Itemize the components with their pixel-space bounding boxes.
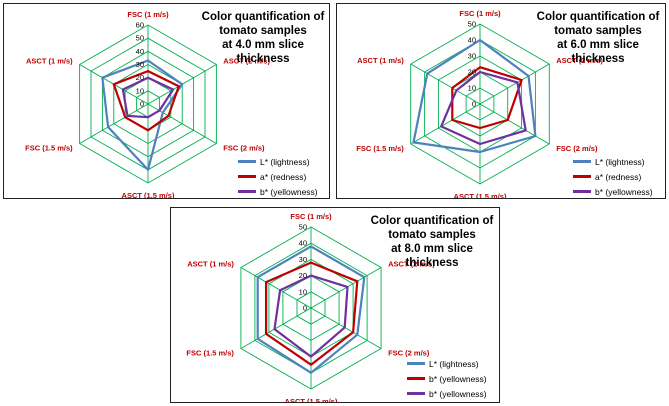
radar-panel-4mm: 0 10 20 30 40 50 60 FSC (1 m/s) ASCT (2 m/s) FSC …	[3, 3, 330, 199]
legend-swatch	[238, 175, 256, 178]
radar-chart-6mm: 0 10 20 30 40 50 FSC (1 m/s) ASCT (2 m/s) FSC (2…	[356, 9, 603, 198]
category-label: ASCT (2 m/s)	[556, 56, 603, 65]
category-label: ASCT (1.5 m/s)	[122, 191, 175, 198]
legend-label: b* (yellowness)	[260, 186, 318, 197]
legend-swatch	[407, 362, 425, 365]
legend-item: b* (yellowness)	[407, 371, 487, 386]
tick-label: 30	[468, 52, 476, 61]
category-label: ASCT (2 m/s)	[388, 260, 435, 269]
category-label: FSC (1 m/s)	[459, 9, 501, 18]
series-line	[101, 59, 184, 171]
grid-spoke	[479, 63, 550, 105]
category-label: ASCT (1.5 m/s)	[285, 397, 338, 402]
category-label: FSC (1.5 m/s)	[186, 349, 234, 358]
category-label: FSC (2 m/s)	[556, 144, 598, 153]
series-line	[112, 69, 180, 132]
tick-label: 10	[299, 287, 307, 296]
series-line	[451, 66, 523, 130]
tick-label: 10	[136, 86, 144, 95]
legend-label: a* (redness)	[595, 171, 642, 182]
legend-label: b* (yellowness)	[429, 373, 487, 384]
series-line	[440, 70, 527, 146]
chart-title: Color quantification of tomato samples a…	[201, 11, 325, 65]
legend-item: L* (lightness)	[407, 356, 487, 371]
grid-spoke	[240, 267, 312, 309]
chart-title: Color quantification of tomato samples a…	[370, 215, 494, 269]
legend-swatch	[407, 392, 425, 395]
grid-spoke	[240, 307, 312, 349]
series-line	[264, 261, 359, 366]
category-label: FSC (1.5 m/s)	[356, 144, 404, 153]
legend-swatch	[573, 190, 591, 193]
tick-label: 50	[468, 20, 476, 29]
grid-spoke	[479, 103, 550, 145]
category-label: ASCT (1 m/s)	[357, 56, 404, 65]
grid-spoke	[79, 103, 149, 144]
legend-swatch	[573, 160, 591, 163]
legend-label: L* (lightness)	[260, 156, 310, 167]
legend: L* (lightness) a* (redness) b* (yellowne…	[238, 154, 318, 199]
tick-label: 60	[136, 21, 144, 30]
legend-item: L* (lightness)	[238, 154, 318, 169]
tick-label: 40	[136, 47, 144, 56]
radar-chart-8mm: 0 10 20 30 40 50 FSC (1 m/s) ASCT (2 m/s) FSC (2…	[186, 212, 435, 402]
tick-label: 20	[468, 68, 476, 77]
grid-spoke	[310, 307, 382, 349]
series-line	[256, 245, 366, 374]
legend-item: b* (yellowness)	[407, 386, 487, 401]
legend-label: b* (yellowness)	[429, 388, 487, 399]
legend-item: b* (yellowness)	[238, 184, 318, 199]
legend-item: L* (lightness)	[573, 154, 653, 169]
radar-chart-4mm: 0 10 20 30 40 50 60 FSC (1 m/s) ASCT (2 m/s) FSC …	[25, 10, 270, 198]
category-label: FSC (1 m/s)	[290, 212, 332, 221]
legend-swatch	[573, 175, 591, 178]
legend: L* (lightness) b* (yellowness) b* (yello…	[407, 356, 487, 401]
category-label: FSC (1.5 m/s)	[25, 144, 73, 153]
series-line	[121, 76, 175, 119]
tick-label: 50	[299, 223, 307, 232]
category-label: FSC (1 m/s)	[127, 10, 169, 19]
category-label: ASCT (1 m/s)	[187, 260, 234, 269]
tick-label: 30	[299, 255, 307, 264]
legend: L* (lightness) a* (redness) b* (yellowne…	[573, 154, 653, 199]
tick-label: 0	[140, 100, 144, 109]
tick-label: 30	[136, 60, 144, 69]
tick-label: 0	[303, 304, 307, 313]
category-label: ASCT (1 m/s)	[26, 57, 73, 66]
tick-label: 40	[468, 36, 476, 45]
category-label: FSC (2 m/s)	[223, 144, 265, 153]
legend-label: L* (lightness)	[429, 358, 479, 369]
chart-title: Color quantification of tomato samples a…	[536, 11, 660, 65]
tick-label: 10	[468, 84, 476, 93]
legend-item: a* (redness)	[238, 169, 318, 184]
series-line	[273, 274, 349, 358]
tick-label: 0	[472, 100, 476, 109]
category-label: ASCT (1.5 m/s)	[454, 192, 507, 198]
legend-swatch	[238, 160, 256, 163]
legend-label: b* (yellowness)	[595, 186, 653, 197]
radar-panel-6mm: 0 10 20 30 40 50 FSC (1 m/s) ASCT (2 m/s) FSC (2…	[336, 3, 666, 199]
tick-label: 40	[299, 239, 307, 248]
tick-label: 50	[136, 34, 144, 43]
legend-swatch	[407, 377, 425, 380]
grid-spoke	[410, 103, 481, 145]
legend-item: a* (redness)	[573, 169, 653, 184]
series-line	[412, 38, 537, 154]
legend-label: L* (lightness)	[595, 156, 645, 167]
category-label: FSC (2 m/s)	[388, 349, 430, 358]
tick-label: 20	[299, 271, 307, 280]
legend-swatch	[238, 190, 256, 193]
legend-label: a* (redness)	[260, 171, 307, 182]
radar-panel-8mm: 0 10 20 30 40 50 FSC (1 m/s) ASCT (2 m/s) FSC (2…	[170, 207, 500, 403]
legend-item: b* (yellowness)	[573, 184, 653, 199]
category-label: ASCT (2 m/s)	[223, 57, 270, 66]
grid-spoke	[410, 63, 481, 105]
tick-label: 20	[136, 73, 144, 82]
grid-spoke	[310, 267, 382, 309]
